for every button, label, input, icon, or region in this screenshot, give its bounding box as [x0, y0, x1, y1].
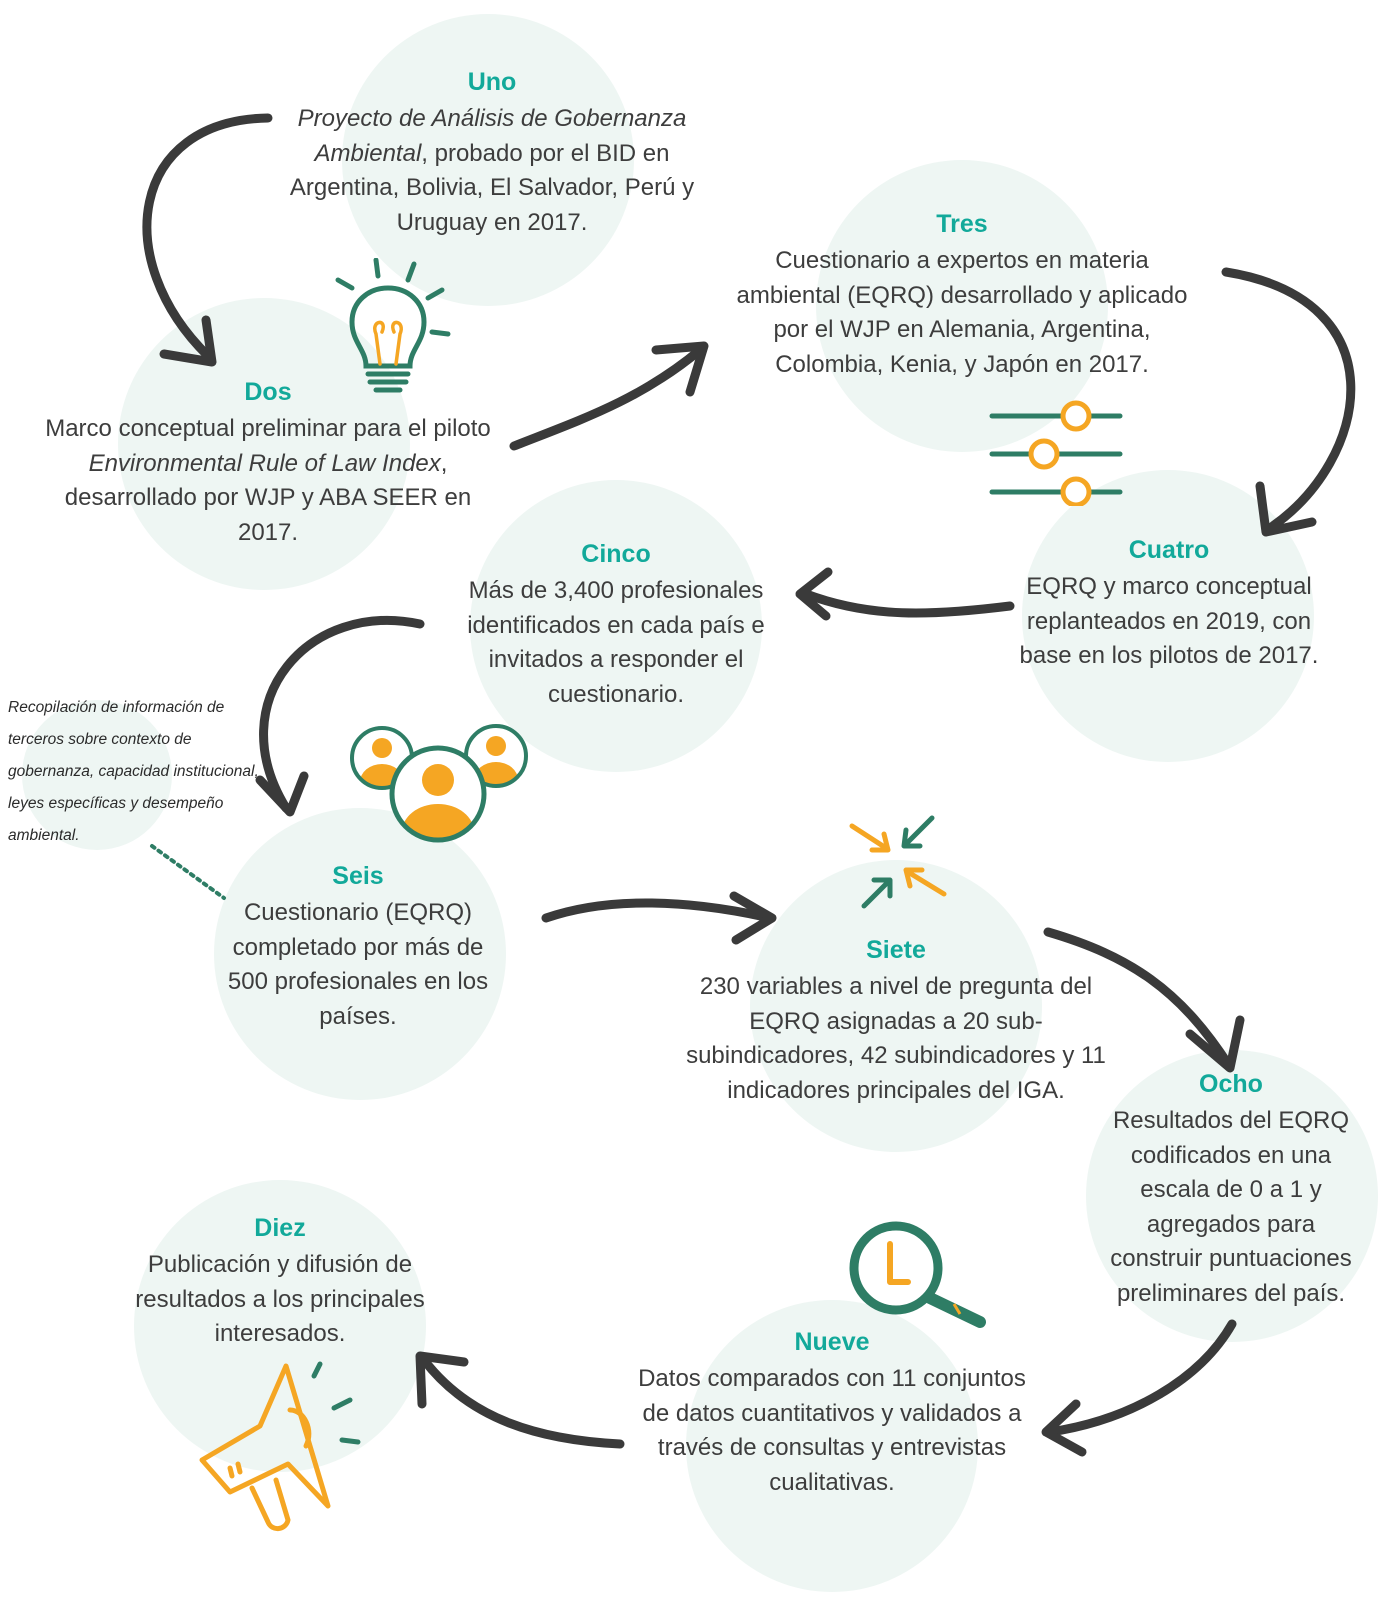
arrow-ocho-nueve — [1045, 1319, 1237, 1437]
step-uno-emphasis: Proyecto de Análisis de Gobernanza Ambie… — [297, 105, 687, 167]
people-icon — [350, 724, 528, 843]
arrow-nueve-diez — [419, 1355, 625, 1449]
step-seis-body: Cuestionario (EQRQ) completado por más d… — [227, 899, 489, 1030]
arrow-siete-ocho — [1043, 927, 1233, 1069]
step-ocho-body: Resultados del EQRQ codificados en una e… — [1110, 1107, 1352, 1307]
circle-cinco — [470, 480, 762, 772]
circle-ocho — [1086, 1050, 1378, 1342]
step-cuatro-title: Cuatro — [1128, 536, 1210, 564]
arrow-seis-siete — [541, 898, 775, 923]
step-seis: Seis Cuestionario (EQRQ) completado por … — [224, 860, 492, 1034]
note-connector — [150, 844, 226, 900]
step-ocho: Ocho Resultados del EQRQ codificados en … — [1100, 1068, 1362, 1311]
step-siete: Siete 230 variables a nivel de pregunta … — [676, 934, 1116, 1108]
step-tres-body: Cuestionario a expertos en materia ambie… — [736, 247, 1188, 378]
arrow-cuatro-cinco — [801, 589, 1015, 618]
circle-tres — [816, 160, 1108, 452]
magnifier-icon — [849, 1221, 986, 1328]
lightbulb-icon — [335, 258, 451, 393]
step-siete-title: Siete — [866, 936, 926, 964]
arrow-tres-cuatro — [1221, 267, 1356, 533]
step-seis-title: Seis — [332, 862, 384, 890]
step-dos-title: Dos — [244, 378, 292, 406]
circle-siete — [750, 860, 1042, 1152]
sliders-icon — [989, 400, 1123, 506]
step-cinco: Cinco Más de 3,400 profesionales identif… — [452, 538, 780, 712]
step-dos: Dos Marco conceptual preliminar para el … — [44, 376, 492, 550]
step-tres-title: Tres — [936, 210, 988, 238]
step-dos-text-post: , desarrollado por WJP y ABA SEER en 201… — [64, 449, 472, 546]
step-tres: Tres Cuestionario a expertos en materia … — [722, 208, 1202, 382]
step-diez: Diez Publicación y difusión de resultado… — [124, 1212, 436, 1352]
circle-uno — [342, 14, 634, 306]
megaphone-icon — [199, 1361, 361, 1531]
circle-diez — [134, 1180, 426, 1472]
step-uno-body: Proyecto de Análisis de Gobernanza Ambie… — [272, 102, 712, 240]
step-nueve-body: Datos comparados con 11 conjuntos de dat… — [638, 1365, 1026, 1496]
step-dos-emphasis: Environmental Rule of Law Index — [88, 449, 441, 477]
arrow-uno-dos — [142, 113, 273, 361]
step-ocho-title: Ocho — [1199, 1070, 1263, 1098]
step-siete-body: 230 variables a nivel de pregunta del EQ… — [686, 973, 1106, 1104]
circle-seis — [214, 808, 506, 1100]
step-cinco-body: Más de 3,400 profesionales identificados… — [467, 577, 765, 708]
circle-nueve — [686, 1300, 978, 1592]
arrow-dos-tres — [509, 345, 705, 451]
step-uno: Uno Proyecto de Análisis de Gobernanza A… — [272, 66, 712, 240]
step-uno-text: , probado por el BID en Argentina, Boliv… — [289, 139, 695, 236]
circle-note — [22, 700, 172, 850]
step-cuatro: Cuatro EQRQ y marco conceptual replantea… — [1004, 534, 1334, 674]
step-dos-text-pre: Marco conceptual preliminar para el pilo… — [45, 415, 491, 442]
step-cinco-title: Cinco — [581, 540, 651, 568]
arrow-cinco-seis — [259, 615, 425, 813]
step-nueve-title: Nueve — [794, 1328, 870, 1356]
step-cuatro-body: EQRQ y marco conceptual replanteados en … — [1019, 573, 1319, 669]
step-diez-title: Diez — [254, 1214, 306, 1242]
side-note: Recopilación de información de terceros … — [8, 699, 259, 844]
step-dos-body: Marco conceptual preliminar para el pilo… — [44, 412, 492, 550]
step-diez-body: Publicación y difusión de resultados a l… — [135, 1251, 425, 1347]
step-uno-title: Uno — [467, 68, 517, 96]
step-nueve: Nueve Datos comparados con 11 conjuntos … — [632, 1326, 1032, 1500]
converge-arrows-icon — [849, 815, 947, 909]
